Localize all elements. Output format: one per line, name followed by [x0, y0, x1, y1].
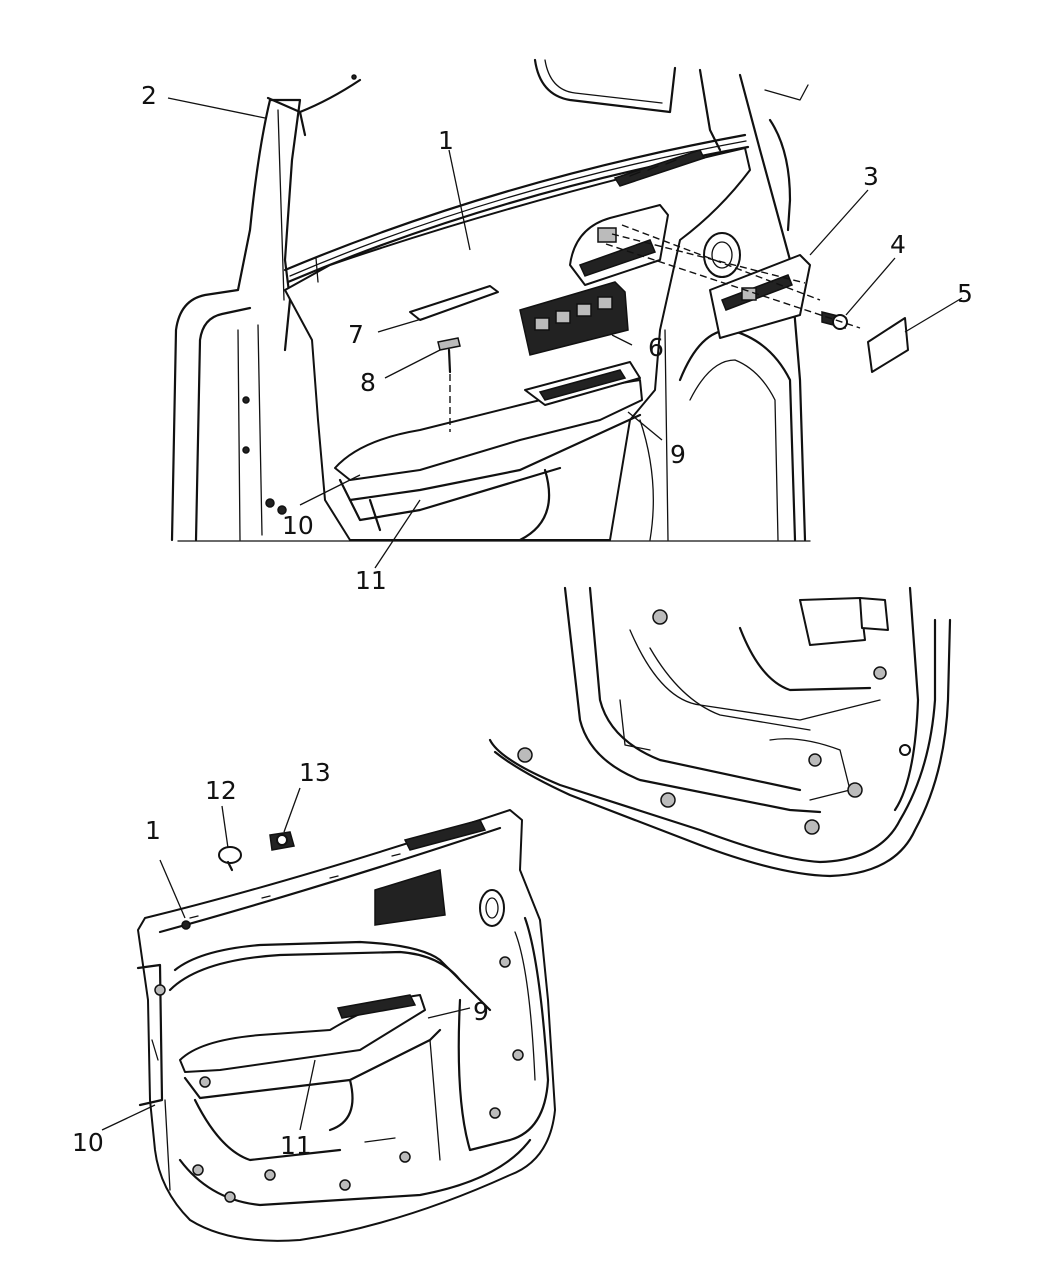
callout-12: 12 [205, 776, 237, 805]
callout-13: 13 [299, 758, 331, 787]
callout-11-bottom: 11 [280, 1131, 312, 1160]
callout-9-top: 9 [670, 440, 686, 469]
clip-icon [269, 831, 295, 851]
callout-10-bottom: 10 [72, 1128, 104, 1157]
callout-2: 2 [141, 81, 157, 110]
callout-9-bottom: 9 [473, 997, 489, 1026]
callout-6: 6 [648, 333, 664, 362]
callout-1-top: 1 [438, 126, 454, 155]
callout-11-top: 11 [355, 566, 387, 595]
callout-1-bottom: 1 [145, 816, 161, 845]
callout-7: 7 [348, 320, 364, 349]
bottom-trim-panel [136, 809, 556, 1242]
callout-8: 8 [360, 368, 376, 397]
top-door-assembly [170, 58, 909, 542]
callout-10-top: 10 [282, 511, 314, 540]
push-pin-icon [218, 846, 242, 872]
callout-4: 4 [890, 230, 906, 259]
callout-labels: 2 1 3 4 5 6 7 8 9 10 11 1 9 10 11 12 13 [72, 81, 973, 1160]
inner-door-structure [488, 586, 952, 878]
callout-5: 5 [957, 279, 973, 308]
leader-lines [101, 97, 963, 1131]
callout-3: 3 [863, 162, 879, 191]
